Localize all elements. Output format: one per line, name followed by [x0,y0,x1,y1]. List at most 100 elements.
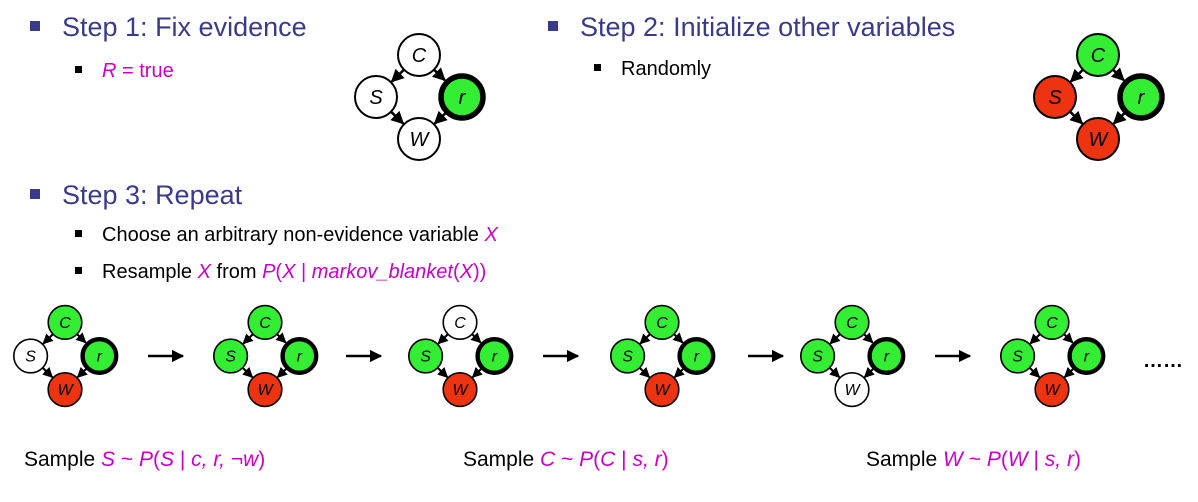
node-c [47,304,83,341]
node-label-r: r [1138,87,1146,109]
node-r [677,337,716,376]
node-r [80,337,119,376]
edge-c-to-r [431,67,446,82]
node-c [397,33,441,77]
caption-open: ( [153,448,161,471]
node-r [280,337,319,376]
node-label-r: r [492,349,498,366]
step2-heading: Step 2: Initialize other variables [548,12,955,43]
node-label-s: S [812,349,823,366]
caption-pre: Sample [24,448,102,471]
node-w [247,372,283,408]
node-s [213,338,249,374]
edge-r-to-w [1063,366,1076,379]
edge-s-to-w [241,366,254,379]
caption-var: S [101,448,116,471]
caption-tilde: ~ [555,448,580,471]
step2-bullet [548,21,558,31]
step3-sub2-bar: | [295,261,312,283]
node-label-w: W [1044,382,1061,399]
edge-s-to-w [638,366,651,379]
node-label-c: C [59,315,71,332]
node-label-r: r [297,349,303,366]
step3-sub1: Choose an arbitrary non-evidence variabl… [75,224,498,247]
step3-sub2-pre: Resample [102,261,198,283]
node-c [1076,33,1120,77]
node-c [247,304,283,341]
edge-s-to-w [1069,110,1084,125]
caption-x: W [1007,448,1028,471]
node-label-c: C [454,315,466,332]
step1-sub: R = true [75,60,174,83]
caption-close: ) [661,448,669,471]
node-s [1033,75,1077,119]
caption-cond: s, r [1044,448,1074,471]
node-w [1034,372,1070,408]
edge-r-to-w [863,366,876,379]
node-label-w: W [844,382,861,399]
edge-s-to-w [828,366,841,379]
node-label-s: S [622,349,633,366]
step3-sub2-bullet [75,267,82,274]
node-label-r: r [459,87,467,109]
step3-sub2-x: X [282,261,296,283]
caption-var: W [943,448,963,471]
node-label-w: W [452,382,469,399]
edge-s-to-w [390,110,405,125]
node-r [867,337,906,376]
caption-p: P [986,448,1001,471]
node-label-c: C [656,315,668,332]
edge-c-to-s [42,333,54,345]
step3-title: Step 3: Repeat [62,180,243,210]
node-w [397,117,441,161]
node-s [609,338,646,374]
edge-r-to-w [433,110,448,125]
caption-close: ) [1073,448,1081,471]
step3-sub2-mb: markov_blanket [311,261,453,283]
caption-pre: Sample [463,448,541,471]
edge-c-to-s [829,333,841,345]
step2-sub-text: Randomly [621,58,712,80]
step2-sub: Randomly [594,58,711,81]
step2-sub-bullet [594,64,601,71]
step1-title: Step 1: Fix evidence [62,12,307,42]
caption-tilde: ~ [115,448,139,471]
edge-r-to-w [276,366,289,379]
node-label-c: C [846,315,858,332]
node-s [408,338,444,374]
node-label-s: S [25,349,36,366]
caption-pre: Sample [866,448,944,471]
caption-open: ( [1000,448,1008,471]
node-label-w: W [654,382,671,399]
node-label-w: W [57,382,74,399]
step3-sub1-bullet [75,230,82,237]
node-c [644,304,680,341]
caption-p: P [579,448,594,471]
node-label-c: C [412,45,427,67]
step3-sub2-mid: from [210,261,263,283]
node-s [354,75,398,119]
caption-close: ) [258,448,266,471]
step3-sub2-open2: ( [452,261,460,283]
step3-sub2-p: P [262,261,276,283]
node-label-s: S [369,87,383,109]
caption-cond: c, r, ¬w [191,448,259,471]
node-label-w: W [1089,129,1110,151]
edge-s-to-w [41,366,54,379]
node-s [999,338,1036,374]
edge-r-to-w [471,366,484,379]
caption-sample-s: Sample S ~ P(S | c, r, ¬w) [24,448,265,472]
node-label-c: C [1091,45,1106,67]
edge-c-to-r [1110,67,1125,82]
edge-s-to-w [436,366,449,379]
node-w [834,372,870,408]
step3-sub2: Resample X from P(X | markov_blanket(X)) [75,261,486,284]
step3-sub1-var: X [484,224,498,246]
edge-c-to-r [672,332,684,344]
edge-c-to-r [862,332,874,344]
